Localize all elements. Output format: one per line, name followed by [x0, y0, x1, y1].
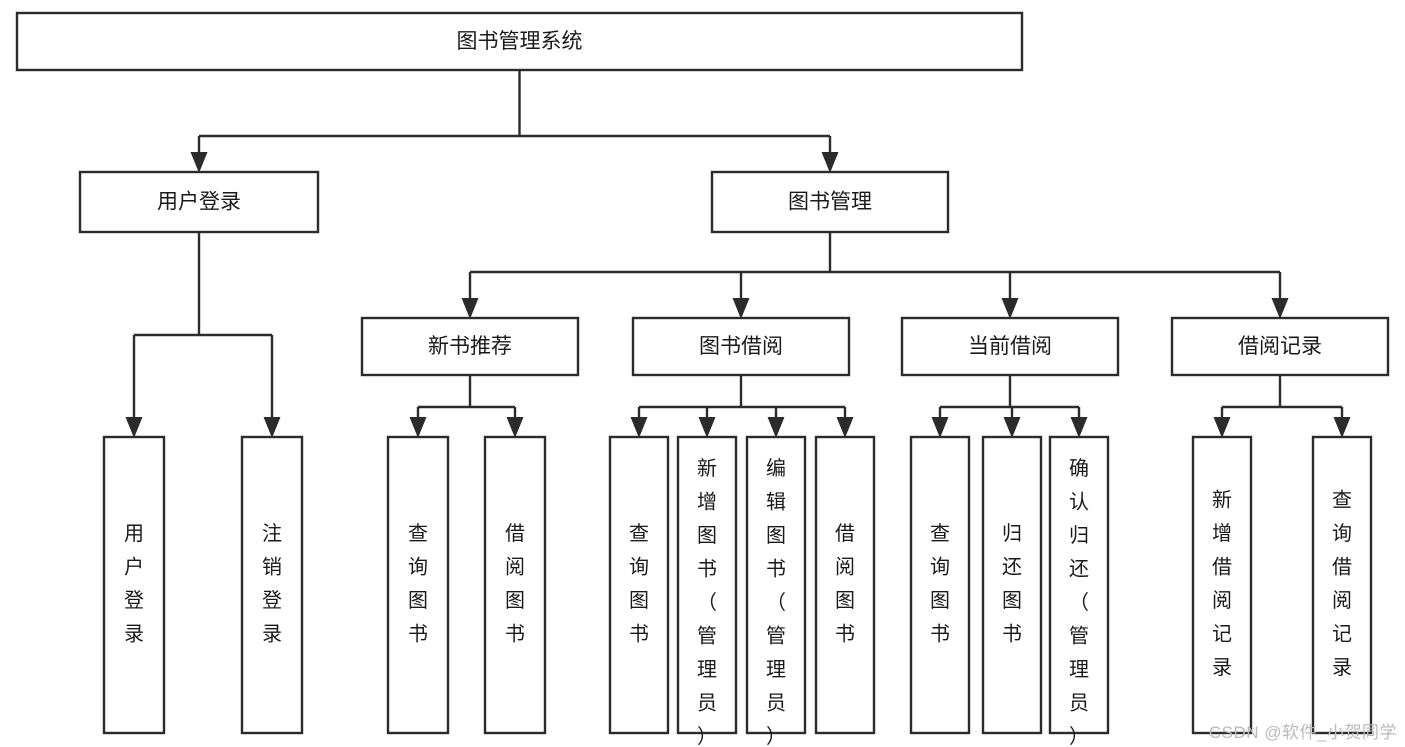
connector-group — [630, 375, 854, 438]
arrow-head-icon — [931, 417, 949, 438]
arrow-head-icon — [767, 417, 785, 438]
connector-group — [409, 375, 524, 438]
flow-node-leaf-8[interactable]: 查询图书 — [909, 435, 971, 735]
node-box[interactable] — [676, 435, 738, 735]
flow-node-leaf-7[interactable]: 借阅图书 — [814, 435, 876, 735]
flow-node-leaf-4[interactable]: 查询图书 — [608, 435, 670, 735]
flow-node-leaf-0[interactable]: 用户登录 — [102, 435, 166, 735]
node-box[interactable] — [360, 316, 580, 377]
node-label: 图书管理 — [788, 191, 872, 214]
flow-node-l2-1[interactable]: 图书借阅 — [631, 316, 851, 377]
node-label: 新增借阅记录 — [1212, 489, 1232, 680]
connector-group — [125, 232, 281, 438]
node-label: 图书借阅 — [699, 335, 783, 358]
node-label: 确认归还（管理员） — [1069, 457, 1089, 747]
arrow-head-icon — [190, 152, 208, 173]
flow-node-l2-0[interactable]: 新书推荐 — [360, 316, 580, 377]
node-box[interactable] — [386, 435, 450, 735]
node-label: 新书推荐 — [428, 335, 512, 358]
connector-group — [190, 70, 839, 173]
node-label: 用户登录 — [157, 191, 241, 214]
node-box[interactable] — [710, 170, 950, 234]
node-box[interactable] — [909, 435, 971, 735]
node-label: 借阅记录 — [1238, 335, 1322, 358]
arrow-head-icon — [1001, 298, 1019, 319]
node-box[interactable] — [814, 435, 876, 735]
arrow-head-icon — [821, 152, 839, 173]
arrow-head-icon — [125, 417, 143, 438]
node-label: 查询图书 — [408, 522, 428, 646]
node-box[interactable] — [631, 316, 851, 377]
node-label: 图书管理系统 — [457, 30, 583, 53]
node-label: 查询图书 — [629, 522, 649, 646]
arrow-head-icon — [263, 417, 281, 438]
node-label: 借阅图书 — [505, 522, 525, 646]
flow-node-l1-0[interactable]: 用户登录 — [78, 170, 320, 234]
node-box[interactable] — [102, 435, 166, 735]
flow-node-root[interactable]: 图书管理系统 — [15, 11, 1024, 72]
node-box[interactable] — [981, 435, 1043, 735]
node-label: 注销登录 — [262, 522, 282, 646]
node-box[interactable] — [1048, 435, 1110, 735]
flow-node-leaf-2[interactable]: 查询图书 — [386, 435, 450, 735]
flow-node-leaf-3[interactable]: 借阅图书 — [483, 435, 547, 735]
node-box[interactable] — [1191, 435, 1253, 735]
node-label: 归还图书 — [1002, 522, 1022, 646]
flow-node-leaf-6[interactable]: 编辑图书（管理员） — [745, 435, 807, 747]
node-layer: 图书管理系统用户登录图书管理新书推荐图书借阅当前借阅借阅记录用户登录注销登录查询… — [15, 11, 1390, 747]
flow-node-leaf-5[interactable]: 新增图书（管理员） — [676, 435, 738, 747]
arrow-head-icon — [506, 417, 524, 438]
node-box[interactable] — [15, 11, 1024, 72]
connector-group — [1213, 375, 1351, 438]
arrow-head-icon — [1271, 298, 1289, 319]
node-box[interactable] — [483, 435, 547, 735]
node-box[interactable] — [240, 435, 304, 735]
node-box[interactable] — [608, 435, 670, 735]
flow-node-leaf-11[interactable]: 新增借阅记录 — [1191, 435, 1253, 735]
node-label: 查询借阅记录 — [1332, 489, 1352, 680]
flow-node-l2-3[interactable]: 借阅记录 — [1170, 316, 1390, 377]
arrow-head-icon — [732, 298, 750, 319]
flow-node-l2-2[interactable]: 当前借阅 — [900, 316, 1120, 377]
flow-node-leaf-10[interactable]: 确认归还（管理员） — [1048, 435, 1110, 747]
flow-node-l1-1[interactable]: 图书管理 — [710, 170, 950, 234]
node-label: 编辑图书（管理员） — [766, 457, 786, 747]
node-label: 当前借阅 — [968, 335, 1052, 358]
node-box[interactable] — [78, 170, 320, 234]
flow-node-leaf-1[interactable]: 注销登录 — [240, 435, 304, 735]
arrow-head-icon — [1070, 417, 1088, 438]
node-box[interactable] — [745, 435, 807, 735]
arrow-head-icon — [1213, 417, 1231, 438]
arrow-head-icon — [1003, 417, 1021, 438]
node-label: 用户登录 — [124, 523, 144, 646]
arrow-head-icon — [1333, 417, 1351, 438]
node-box[interactable] — [1311, 435, 1373, 735]
flow-node-leaf-12[interactable]: 查询借阅记录 — [1311, 435, 1373, 735]
arrow-head-icon — [409, 417, 427, 438]
connector-group — [931, 375, 1088, 438]
node-label: 借阅图书 — [835, 522, 855, 646]
connector-group — [461, 232, 1289, 319]
arrow-head-icon — [698, 417, 716, 438]
node-box[interactable] — [1170, 316, 1390, 377]
arrow-head-icon — [836, 417, 854, 438]
arrow-head-icon — [630, 417, 648, 438]
connector-layer — [125, 70, 1351, 438]
node-label: 新增图书（管理员） — [697, 457, 717, 747]
node-box[interactable] — [900, 316, 1120, 377]
arrow-head-icon — [461, 298, 479, 319]
flow-node-leaf-9[interactable]: 归还图书 — [981, 435, 1043, 735]
node-label: 查询图书 — [930, 522, 950, 646]
